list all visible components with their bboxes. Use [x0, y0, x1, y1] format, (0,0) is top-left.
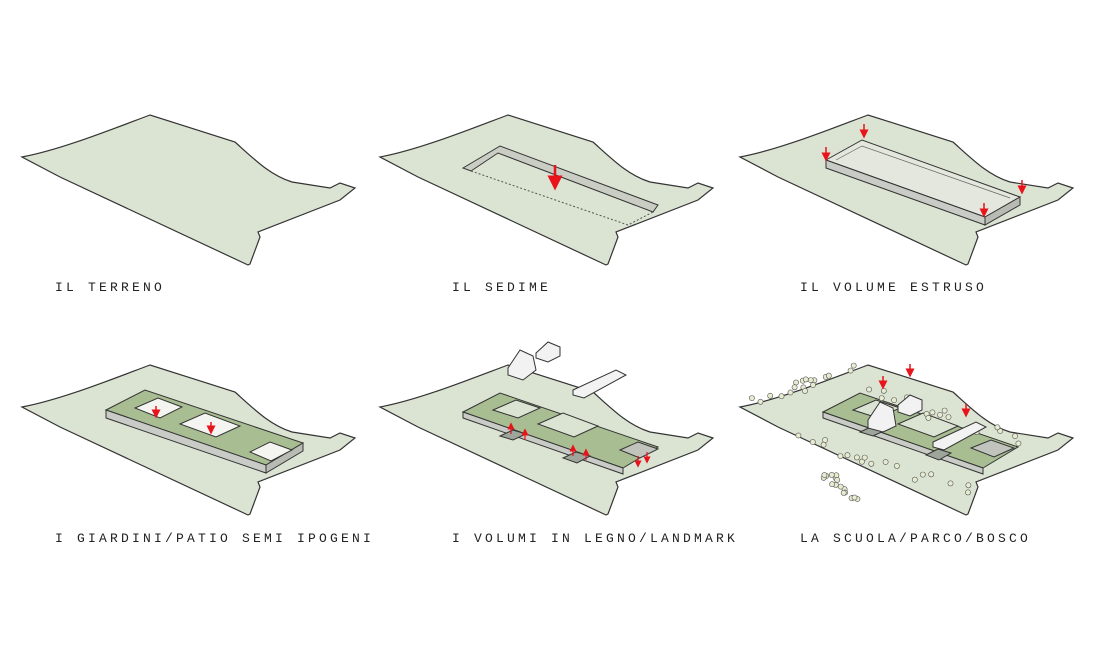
tree-icon	[850, 362, 857, 369]
tree-icon	[837, 483, 844, 490]
panel-label: I VOLUMI IN LEGNO/LANDMARK	[452, 531, 739, 546]
tree-icon	[834, 476, 841, 483]
tree-icon	[866, 386, 872, 393]
tree-icon	[937, 411, 943, 418]
footprint-outline	[470, 170, 654, 226]
tree-icon	[767, 392, 774, 399]
panel-label: I GIARDINI/PATIO SEMI IPOGENI	[55, 531, 375, 546]
panel-volumi-legno	[379, 341, 714, 516]
patio	[248, 441, 294, 462]
wooden-volumes	[507, 341, 628, 399]
tree-icon	[893, 462, 900, 469]
tree-icon	[861, 454, 868, 461]
patio	[618, 441, 660, 459]
tree-icon	[825, 372, 832, 379]
patio	[491, 399, 542, 419]
tree-icon	[793, 379, 799, 386]
tree-icon	[787, 389, 794, 396]
wooden-volumes	[867, 394, 988, 451]
panel-sedime	[379, 114, 714, 266]
tree-icon	[837, 453, 844, 459]
tree-icon	[882, 459, 889, 465]
tree-icon	[880, 387, 887, 394]
tree-icon	[965, 482, 972, 489]
tree-icon	[791, 384, 798, 391]
tree-icon	[858, 458, 865, 465]
tree-icon	[810, 382, 816, 388]
tree-icon	[829, 481, 835, 488]
tree-icon	[821, 472, 828, 478]
panel-label: IL VOLUME ESTRUSO	[800, 280, 988, 295]
tree-icon	[851, 494, 858, 501]
arrow-icons	[507, 422, 651, 468]
tree-icon	[847, 367, 854, 374]
tree-icon	[947, 480, 954, 487]
tree-icon	[945, 414, 952, 420]
terrain-plot	[21, 114, 356, 266]
panel-giardini	[21, 364, 356, 516]
tree-icon	[928, 471, 935, 478]
patio	[178, 412, 242, 438]
arrow-icons	[878, 364, 971, 418]
tree-icon	[828, 471, 835, 478]
tree-icon	[844, 452, 851, 459]
tree-icon	[807, 377, 814, 384]
tree-icon	[965, 489, 971, 496]
tree-icon	[802, 376, 809, 383]
tree-icon	[822, 437, 828, 443]
panel-label: IL SEDIME	[452, 280, 552, 295]
tree-icon	[911, 476, 918, 483]
tree-icon	[994, 424, 1001, 431]
tree-icon	[891, 397, 897, 403]
tree-icon	[919, 471, 926, 478]
tree-icon	[925, 414, 932, 421]
tree-icon	[809, 439, 816, 445]
panel-volume-estruso	[739, 114, 1074, 266]
tree-icon	[802, 387, 808, 394]
terrain-plot	[379, 114, 714, 266]
panel-terreno	[21, 114, 356, 266]
panel-label: LA SCUOLA/PARCO/BOSCO	[800, 531, 1032, 546]
panel-label: IL TERRENO	[55, 280, 166, 295]
tree-icon	[757, 398, 764, 405]
tree-icon	[878, 395, 885, 401]
tree-icon	[853, 454, 860, 461]
tree-icon	[1015, 440, 1022, 447]
tree-icon	[868, 460, 875, 467]
tree-icon	[941, 407, 948, 414]
patio	[536, 412, 600, 438]
tree-icon	[840, 489, 847, 496]
tree-icon	[929, 409, 936, 416]
tree-icon	[1012, 433, 1018, 439]
tree-icon	[749, 395, 755, 401]
arrow-icons	[821, 124, 1027, 218]
panel-scuola-parco	[739, 362, 1074, 516]
arrow-icons	[151, 406, 216, 435]
tree-icon	[778, 393, 785, 400]
tree-icon	[795, 432, 802, 439]
